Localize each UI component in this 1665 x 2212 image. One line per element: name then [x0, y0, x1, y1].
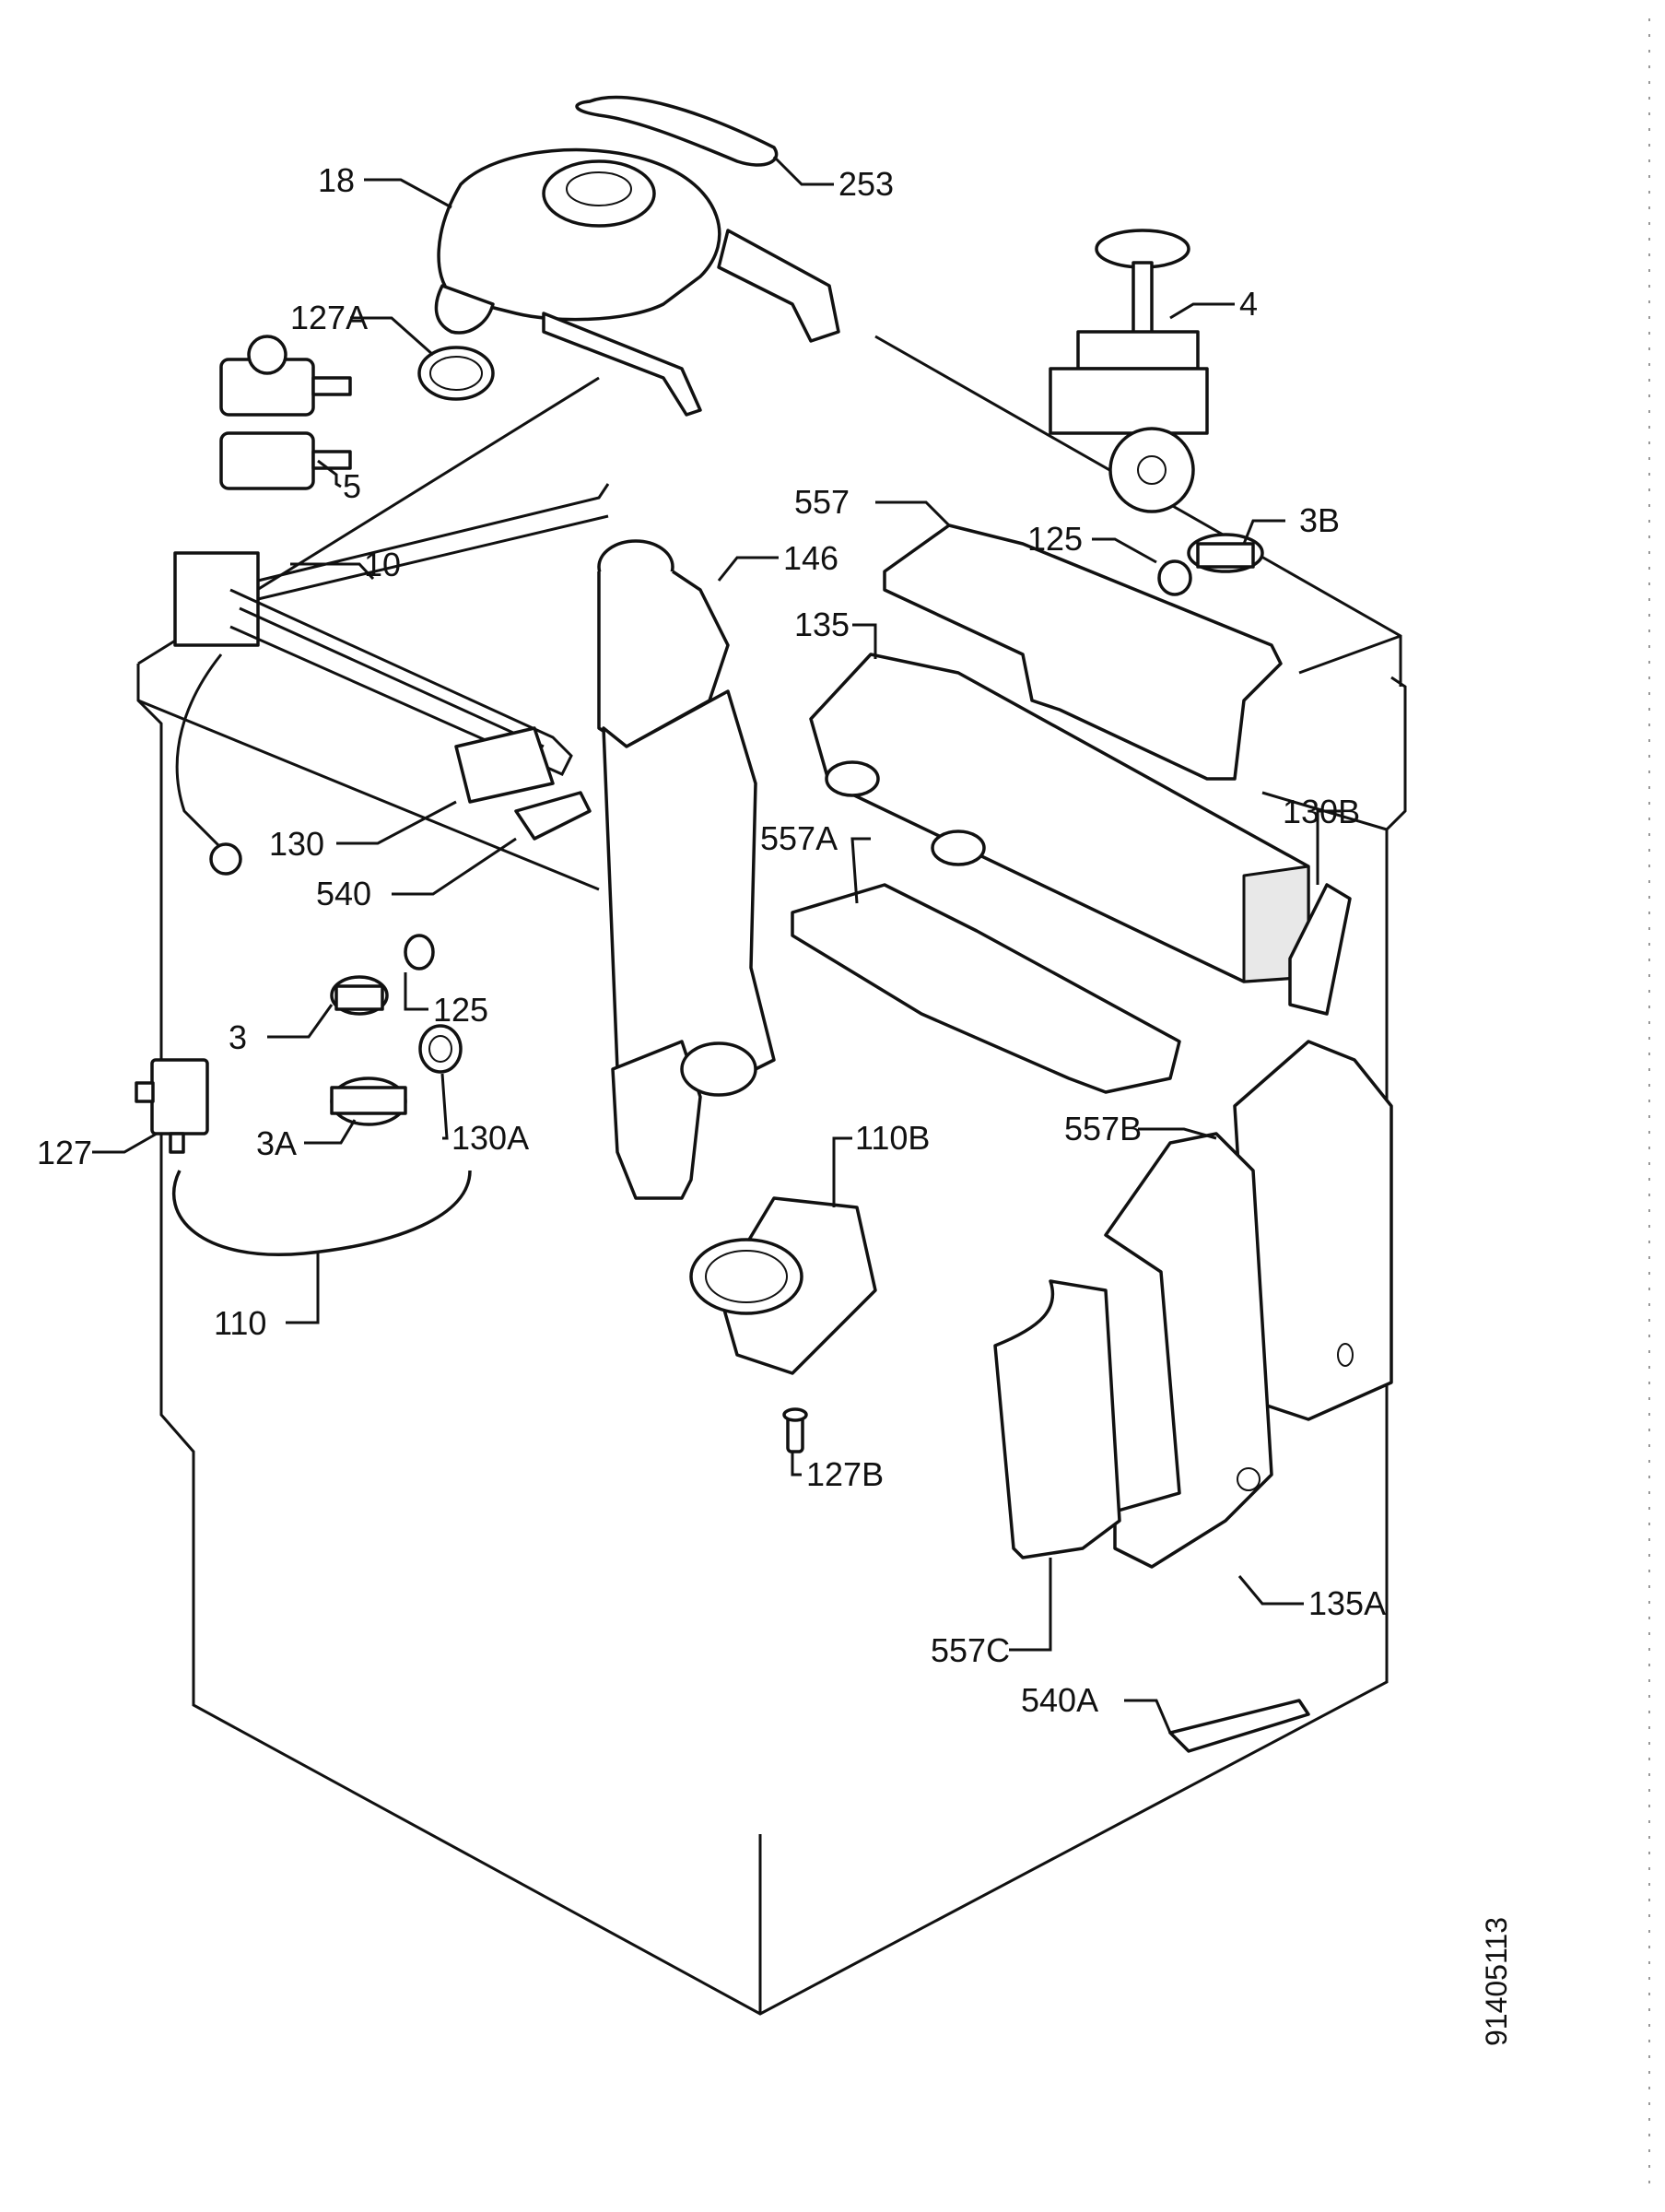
label-3b: 3B	[1299, 501, 1340, 539]
label-110: 110	[214, 1304, 266, 1342]
label-557: 557	[794, 483, 850, 521]
label-110b: 110B	[855, 1119, 930, 1157]
label-540: 540	[316, 875, 371, 912]
label-135a: 135A	[1308, 1584, 1386, 1622]
part-130a-sleeve	[418, 1024, 463, 1074]
label-557c: 557C	[931, 1631, 1010, 1669]
part-557-gasket	[883, 524, 1283, 781]
label-3a: 3A	[256, 1124, 297, 1162]
drawing-number: 91405113	[1480, 1917, 1513, 2046]
part-540-gasket	[514, 791, 592, 841]
part-135-air-duct	[809, 653, 1310, 983]
label-135: 135	[794, 606, 850, 643]
label-130: 130	[269, 825, 324, 863]
label-5: 5	[343, 467, 361, 505]
label-10: 10	[364, 546, 401, 583]
leader-lines	[92, 155, 1341, 1734]
part-130b-gasket	[1288, 883, 1352, 1016]
label-130a: 130A	[451, 1119, 529, 1157]
part-18-fan-housing	[434, 147, 840, 417]
part-4-pump-motor	[1049, 229, 1209, 513]
part-3b-thermostat	[1187, 533, 1264, 573]
part-3-thermostat	[330, 975, 389, 1016]
label-540a: 540A	[1021, 1681, 1098, 1719]
label-18: 18	[318, 161, 355, 199]
part-135a-air-duct	[1104, 1040, 1393, 1569]
label-130b: 130B	[1283, 793, 1360, 830]
part-253-drive-belt	[575, 95, 779, 167]
part-110b-connection-bellow	[689, 1196, 877, 1375]
part-540a-gasket	[1168, 1699, 1310, 1753]
part-127b-connector	[782, 1407, 808, 1453]
label-125-top: 125	[1027, 520, 1083, 558]
label-127b: 127B	[806, 1455, 884, 1493]
part-110-hose	[172, 1170, 472, 1256]
part-557a-gasket	[791, 883, 1181, 1094]
label-557a: 557A	[760, 819, 838, 857]
part-5-water-valve	[219, 335, 352, 490]
part-146-condenser-channel	[597, 539, 776, 1200]
part-125-small-seal	[404, 934, 435, 971]
part-125-small-seal-top	[1157, 559, 1192, 596]
label-127a: 127A	[290, 299, 368, 336]
cabinet-outline	[136, 335, 1407, 2016]
part-10-heating-element	[173, 483, 610, 876]
part-127a-seal-ring	[417, 346, 495, 401]
label-4: 4	[1239, 285, 1258, 323]
part-127-float-switch	[135, 1058, 209, 1154]
part-labels: 18 253 4 127A 5 557 125 3B 10 146 135 13…	[37, 161, 1513, 2046]
label-125-mid: 125	[433, 991, 488, 1029]
label-146: 146	[783, 539, 838, 577]
part-3a-thermostat	[330, 1077, 407, 1126]
part-130-gasket	[454, 726, 555, 804]
label-253: 253	[838, 165, 894, 203]
label-3: 3	[229, 1018, 247, 1056]
label-557b: 557B	[1064, 1110, 1142, 1147]
part-557c-gasket	[993, 1279, 1121, 1559]
label-127: 127	[37, 1134, 92, 1171]
